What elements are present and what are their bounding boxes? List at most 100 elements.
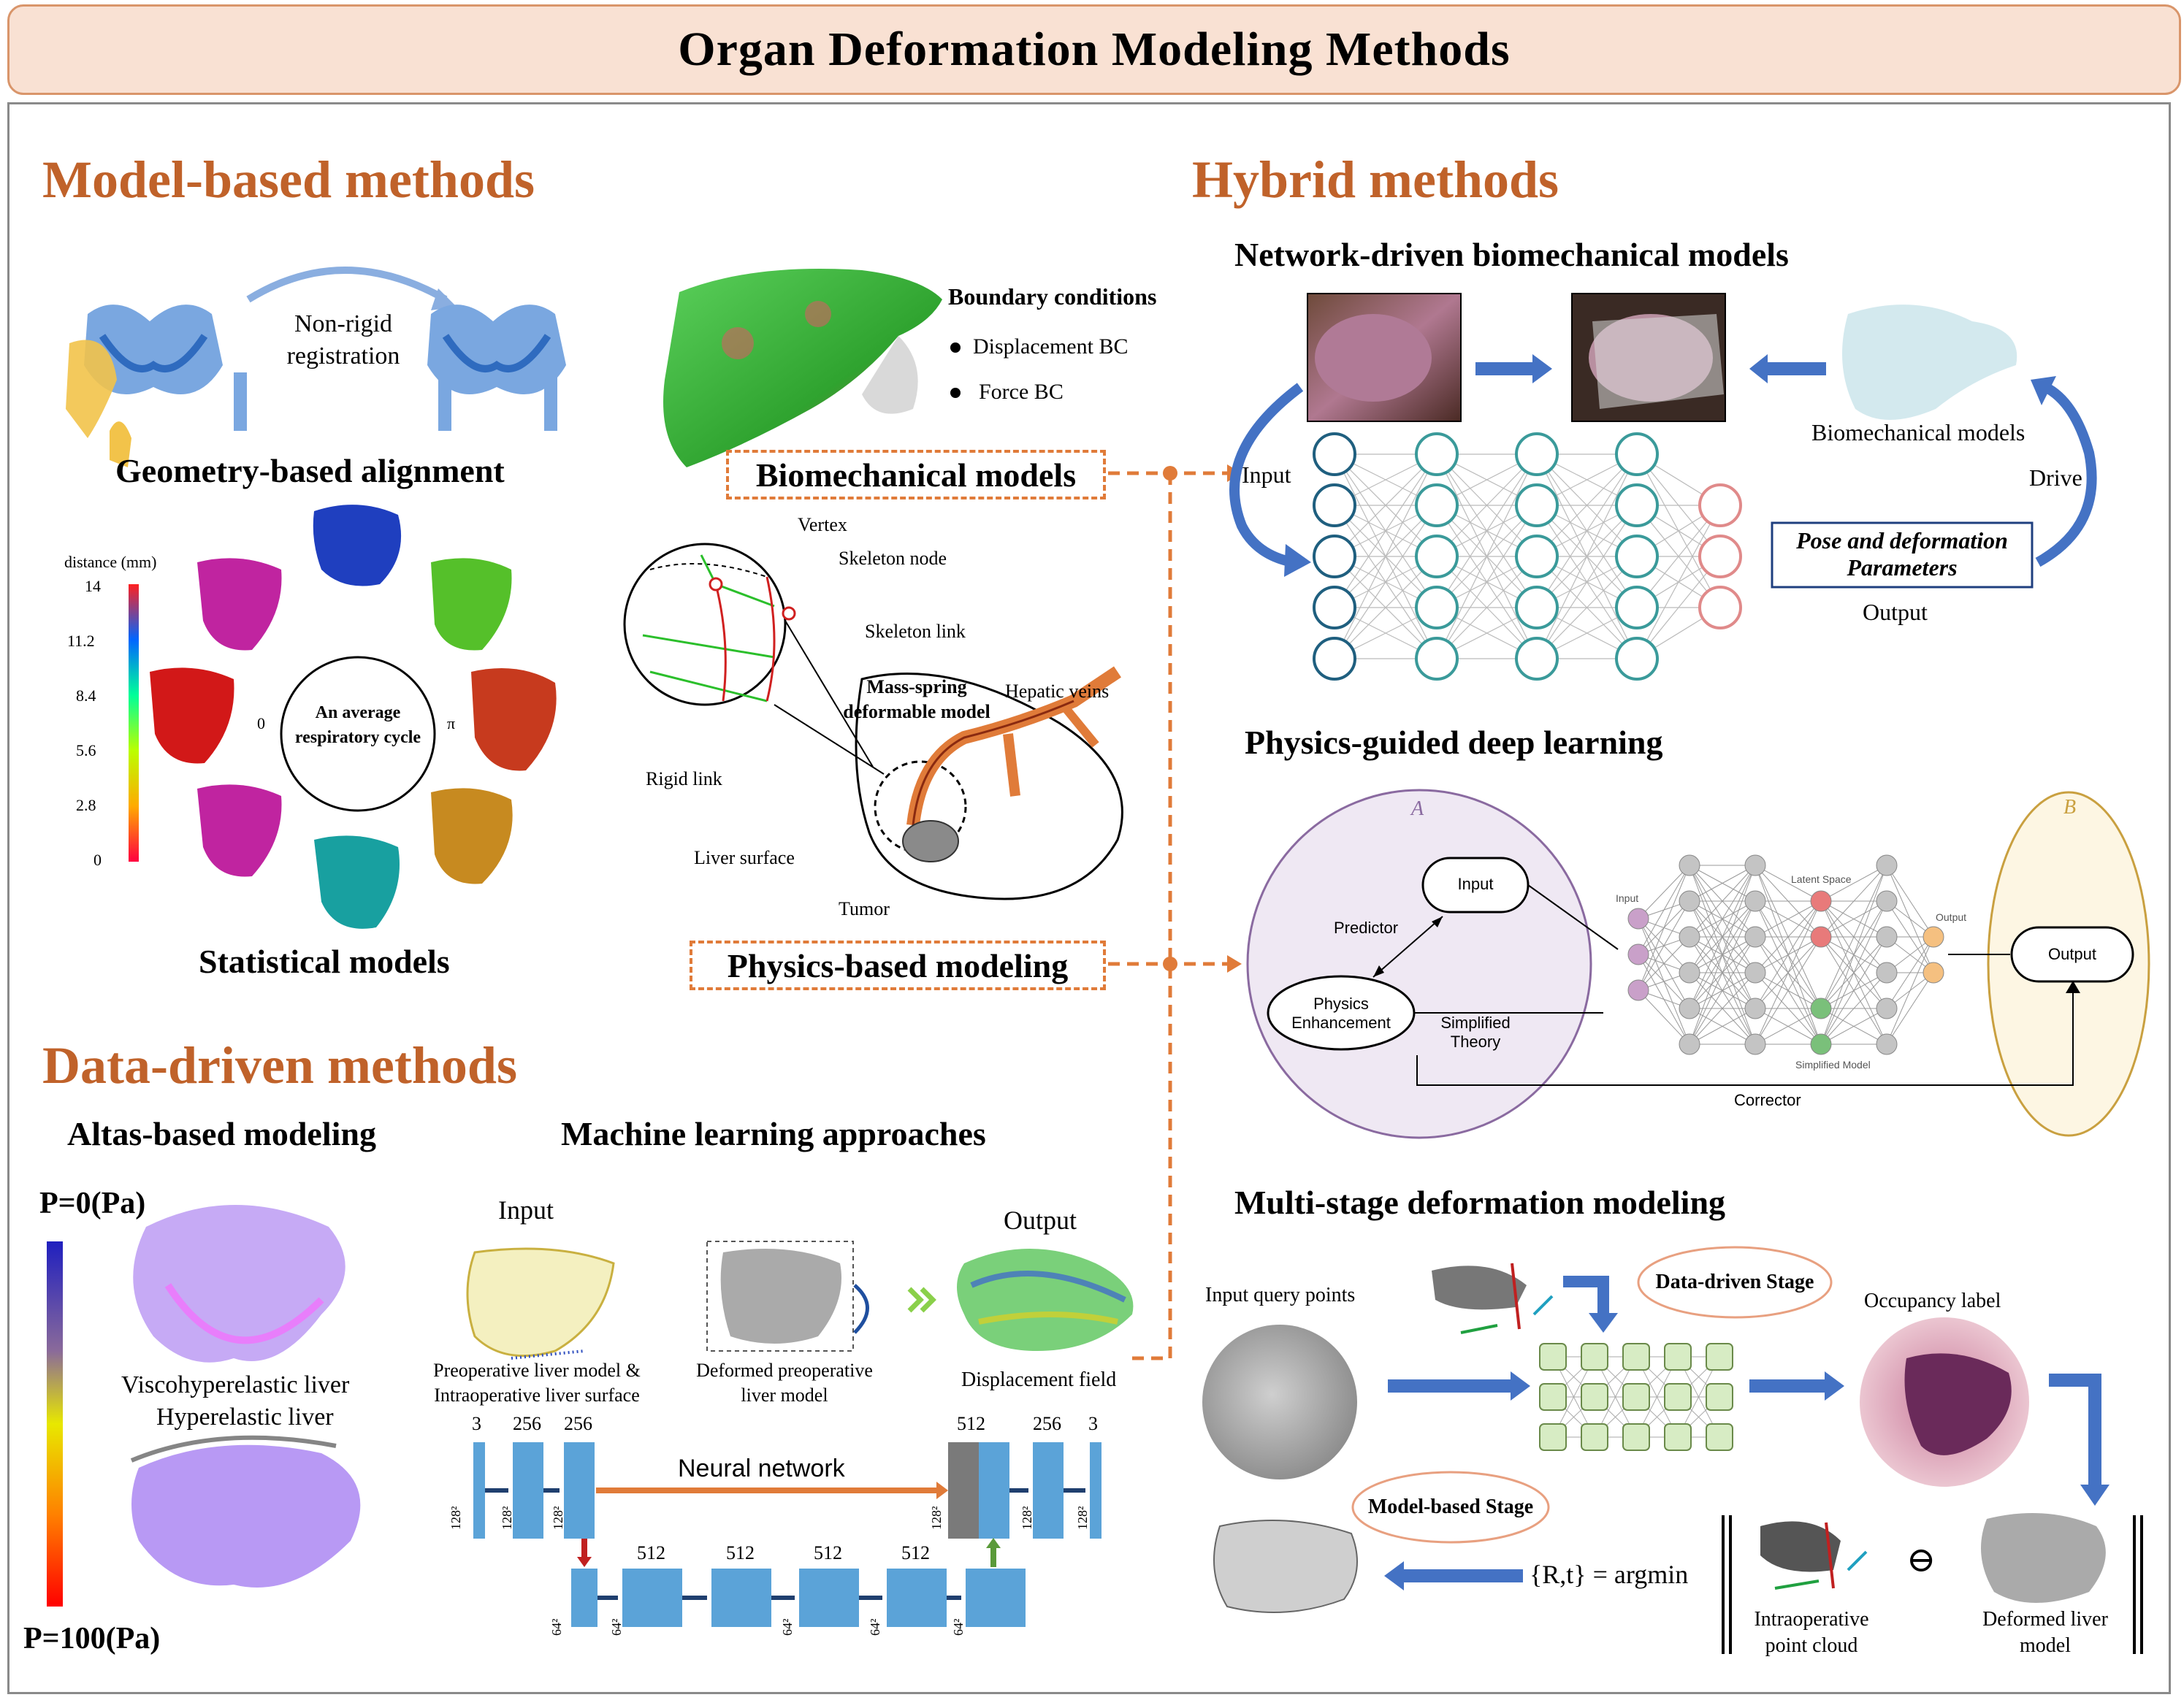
skeleton-link-label: Skeleton link (865, 621, 966, 642)
vertex-label: Vertex (798, 514, 847, 535)
ml-output-label: Output (1004, 1206, 1077, 1235)
mlp-block (1664, 1423, 1692, 1451)
pg-nn-node (1876, 926, 1898, 948)
pressure-colorbar (47, 1241, 63, 1607)
physics-title: Physics-guided deep learning (1245, 724, 1663, 761)
mlp-block (1706, 1383, 1733, 1411)
ml-input-label: Input (498, 1195, 554, 1225)
unet-dim-label: 64² (609, 1618, 624, 1636)
unet-block (711, 1569, 771, 1627)
pg-nn-node (1679, 1033, 1700, 1055)
unet-channel-label: 256 (1033, 1413, 1061, 1434)
dashed-connectors (1108, 471, 1227, 1360)
neural-network-2 (1627, 854, 1944, 1055)
pg-nn-node (1627, 943, 1649, 965)
nn-node (1415, 637, 1459, 681)
pg-net-output-label: Output (1936, 911, 1967, 923)
biomech-liver-model (1842, 305, 2017, 420)
pg-latent-label: Latent Space (1791, 873, 1852, 885)
page-title: Organ Deformation Modeling Methods (7, 4, 2181, 95)
physics-based-box: Physics-based modeling (690, 941, 1106, 990)
unet-block (799, 1569, 859, 1627)
colorbar-tick: 11.2 (67, 632, 95, 650)
query-points-sphere (1202, 1325, 1357, 1479)
pg-nn-node (1876, 1033, 1898, 1055)
deformed-liver-model (1981, 1513, 2106, 1603)
boundary-title: Boundary conditions (948, 283, 1157, 310)
unet-dim-label: 64² (780, 1618, 795, 1636)
biomech-models-label: Biomechanical models (1811, 419, 2025, 445)
preop-label: Preoperative liver model &Intraoperative… (433, 1360, 641, 1406)
drive-label: Drive (2029, 464, 2082, 491)
nn-node (1313, 637, 1356, 681)
mlp-grid-blocks (1539, 1343, 1733, 1451)
colorbar-tick: 5.6 (76, 741, 96, 759)
pg-corrector-label: Corrector (1734, 1091, 1801, 1109)
unet-block (979, 1442, 1009, 1539)
bullet (950, 342, 961, 353)
mlp-block (1622, 1343, 1650, 1371)
displacement-label: Displacement field (961, 1368, 1117, 1391)
hyper-label: Hyperelastic liver (156, 1404, 334, 1431)
pg-nn-node (1744, 890, 1766, 912)
unet-dim-label: 128² (1020, 1506, 1034, 1530)
unet-channel-label: 512 (957, 1413, 985, 1434)
pg-nn-node (1679, 854, 1700, 876)
biomechanical-models-box: Biomechanical models (726, 450, 1106, 499)
unet-block (564, 1442, 595, 1539)
rigid-link-label: Rigid link (646, 768, 722, 789)
mlp-block (1581, 1383, 1608, 1411)
deformed-model-box (706, 1241, 854, 1352)
argmin-label: {R,t} = argmin (1530, 1560, 1689, 1589)
unet-channel-label: 256 (564, 1413, 592, 1434)
panel-a-label: A (1411, 797, 1424, 820)
input-arrow (1229, 383, 1304, 567)
model-based-stage-label: Model-based Stage (1367, 1496, 1534, 1518)
nn-output-node (1698, 483, 1742, 527)
unet-channel-label: 256 (513, 1413, 541, 1434)
unet-dim-label: 64² (868, 1618, 882, 1636)
unet-channel-label: 3 (472, 1413, 481, 1434)
mlp-block (1622, 1423, 1650, 1451)
pg-nn-node (1744, 962, 1766, 984)
atlas-title: Altas-based modeling (67, 1115, 376, 1152)
mlp-block (1539, 1423, 1567, 1451)
nn-node (1415, 483, 1459, 527)
nn-node (1313, 586, 1356, 629)
skeleton-node-label: Skeleton node (839, 548, 947, 569)
nn-node (1615, 483, 1659, 527)
mass-spring-diagram (623, 543, 1123, 900)
pg-nn-node (1923, 926, 1944, 948)
mlp-block (1539, 1343, 1567, 1371)
mlp-block (1539, 1383, 1567, 1411)
colorbar-tick: 8.4 (76, 686, 96, 705)
nn-node (1415, 535, 1459, 578)
respiratory-cycle-circle (280, 656, 436, 812)
intraop-point-cloud (1760, 1521, 1841, 1572)
neural-network-1 (1313, 432, 1742, 681)
pg-nn-node (1876, 890, 1898, 912)
nn-node (1313, 535, 1356, 578)
panel-b-label: B (2063, 796, 2077, 819)
nn-node (1313, 483, 1356, 527)
network-title: Network-driven biomechanical models (1234, 236, 1789, 273)
pelvis-target-illustration (427, 305, 566, 431)
pelvis-source-illustration (66, 305, 247, 467)
angle-pi: π (447, 714, 456, 732)
nn-node (1515, 432, 1559, 476)
distance-colorbar (129, 584, 139, 862)
nn-node (1515, 637, 1559, 681)
nn-output-node (1698, 586, 1742, 629)
unet-dim-label: 128² (1075, 1506, 1090, 1530)
nn-node (1415, 432, 1459, 476)
ml-title: Machine learning approaches (561, 1115, 986, 1152)
pg-nn-node (1744, 926, 1766, 948)
pg-net-input-label: Input (1616, 892, 1639, 904)
unet-block (513, 1442, 543, 1539)
pg-simplified-model-label: Simplified Model (1795, 1059, 1871, 1071)
